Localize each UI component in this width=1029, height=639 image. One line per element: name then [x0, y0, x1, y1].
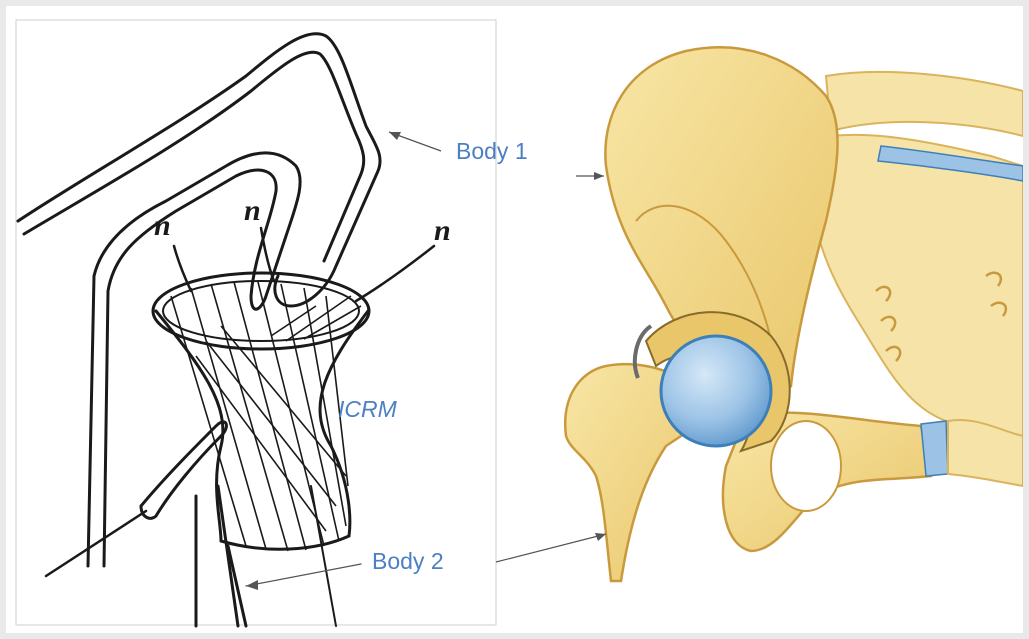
- n-label-left: n: [154, 211, 171, 241]
- icrm-label: ICRM: [338, 398, 397, 421]
- figure-canvas: Body 1 Body 2 ICRM n n n: [6, 6, 1023, 633]
- sacrum: [806, 135, 1023, 439]
- body2-pointer-right: [496, 534, 606, 562]
- pubic-symphysis: [921, 421, 948, 476]
- vertebra-top: [826, 72, 1023, 136]
- hip-anatomy-drawing: [6, 6, 1023, 633]
- femoral-head: [661, 336, 771, 446]
- n-label-right: n: [434, 216, 451, 246]
- body1-label: Body 1: [456, 140, 528, 163]
- obturator-foramen: [771, 421, 841, 511]
- n-label-center: n: [244, 196, 261, 226]
- body2-label: Body 2: [372, 550, 444, 573]
